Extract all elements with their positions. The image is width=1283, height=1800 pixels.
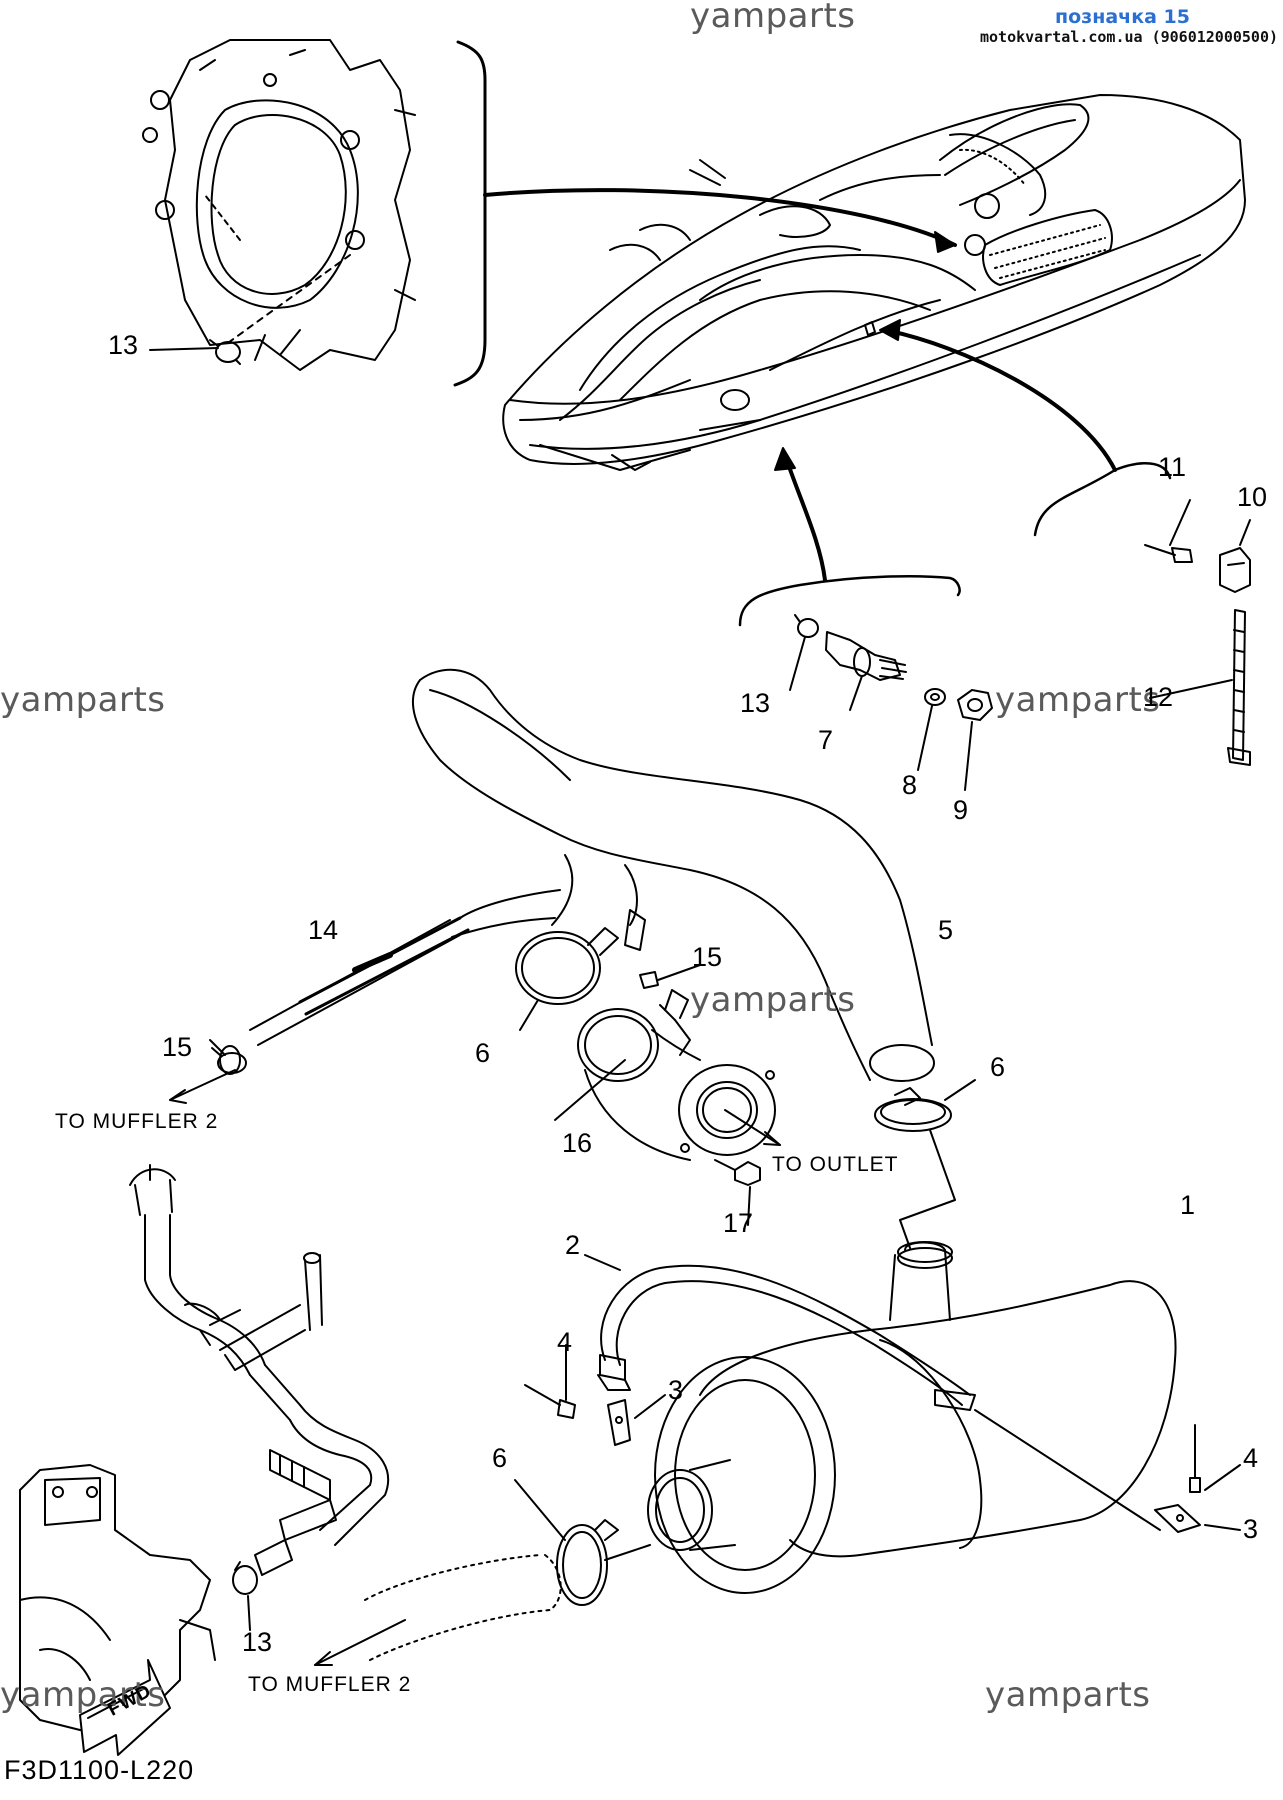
callout-3: 3 [1243,1514,1259,1544]
leader-right-bracket [974,1409,1161,1531]
callout-2: 2 [565,1230,581,1260]
arrow-to-muffler2-bottom [314,1619,406,1666]
fitting-15 [624,909,701,989]
clamp-15-left [209,1039,247,1074]
callout-15: 15 [162,1032,193,1062]
callout-8: 8 [902,770,918,800]
leader-arrow-bolt [783,453,827,582]
strap-2 [584,1254,976,1411]
brace-strap [1033,462,1172,537]
fwd-arrow-sign [79,1659,171,1756]
detail-brace [453,40,487,387]
muffler-1 [647,1241,1177,1594]
part-group-7-13 [789,499,1251,791]
rivet-bracket-right [1154,1424,1241,1533]
watermark: yamparts [0,680,166,720]
header-tag: позначка 15 [1055,6,1190,28]
pump-housing [19,1464,216,1736]
hose-14 [219,889,561,1075]
joint-pipe-16 [554,989,776,1161]
callout-1: 1 [1180,1190,1196,1220]
callout-17: 17 [723,1208,754,1238]
callout-15: 15 [692,942,723,972]
clamp-13-bottom [232,1561,258,1631]
bolt-17 [714,1159,761,1226]
arrow-to-muffler2-top [169,1069,236,1101]
callout-4: 4 [557,1327,573,1357]
clamp-6-right [874,1079,976,1132]
callout-11: 11 [1158,452,1187,482]
callout-13: 13 [242,1627,273,1657]
note-to-outlet: TO OUTLET [772,1153,899,1176]
callout-12: 12 [1143,682,1174,712]
watermark: yamparts [985,1675,1151,1715]
clamp-6-bottom [514,1479,651,1606]
note-to-muffler2: TO MUFFLER 2 [55,1110,219,1133]
callout-14: 14 [308,915,339,945]
water-line-assembly [129,1164,390,1576]
watermark: yamparts [690,980,856,1020]
leader-arrow-detail [483,188,957,247]
callout-6: 6 [475,1038,491,1068]
callout-4: 4 [1243,1443,1259,1473]
callout-16: 16 [562,1128,593,1158]
callout-6: 6 [990,1052,1006,1082]
brace-bolt [738,575,961,627]
figure-code: F3D1100-L220 [4,1755,195,1785]
note-to-muffler2: TO MUFFLER 2 [248,1673,412,1696]
callout-7: 7 [818,725,834,755]
hose-ghost-bottom [364,1554,562,1661]
watermark: yamparts [0,1675,166,1715]
clamp-6-left [515,927,619,1031]
watercraft-outline [502,94,1246,471]
callout-9: 9 [953,795,969,825]
callout-5: 5 [938,915,954,945]
callout-10: 10 [1237,482,1268,512]
watermark: yamparts [690,0,856,36]
manifold-detail [142,39,416,371]
leader-arrow-strap [883,328,1117,472]
callout-13: 13 [740,688,771,718]
callout-6: 6 [492,1443,508,1473]
exhaust-hose-5 [411,668,935,1082]
callout-3: 3 [668,1375,684,1405]
arrow-to-outlet [724,1109,781,1146]
watermark: yamparts [995,680,1161,720]
rivet-bracket-left [524,1344,666,1446]
header-source: motokvartal.com.ua (906012000500) [980,28,1279,46]
leader-inlet [899,1129,956,1249]
callout-13: 13 [108,330,139,360]
